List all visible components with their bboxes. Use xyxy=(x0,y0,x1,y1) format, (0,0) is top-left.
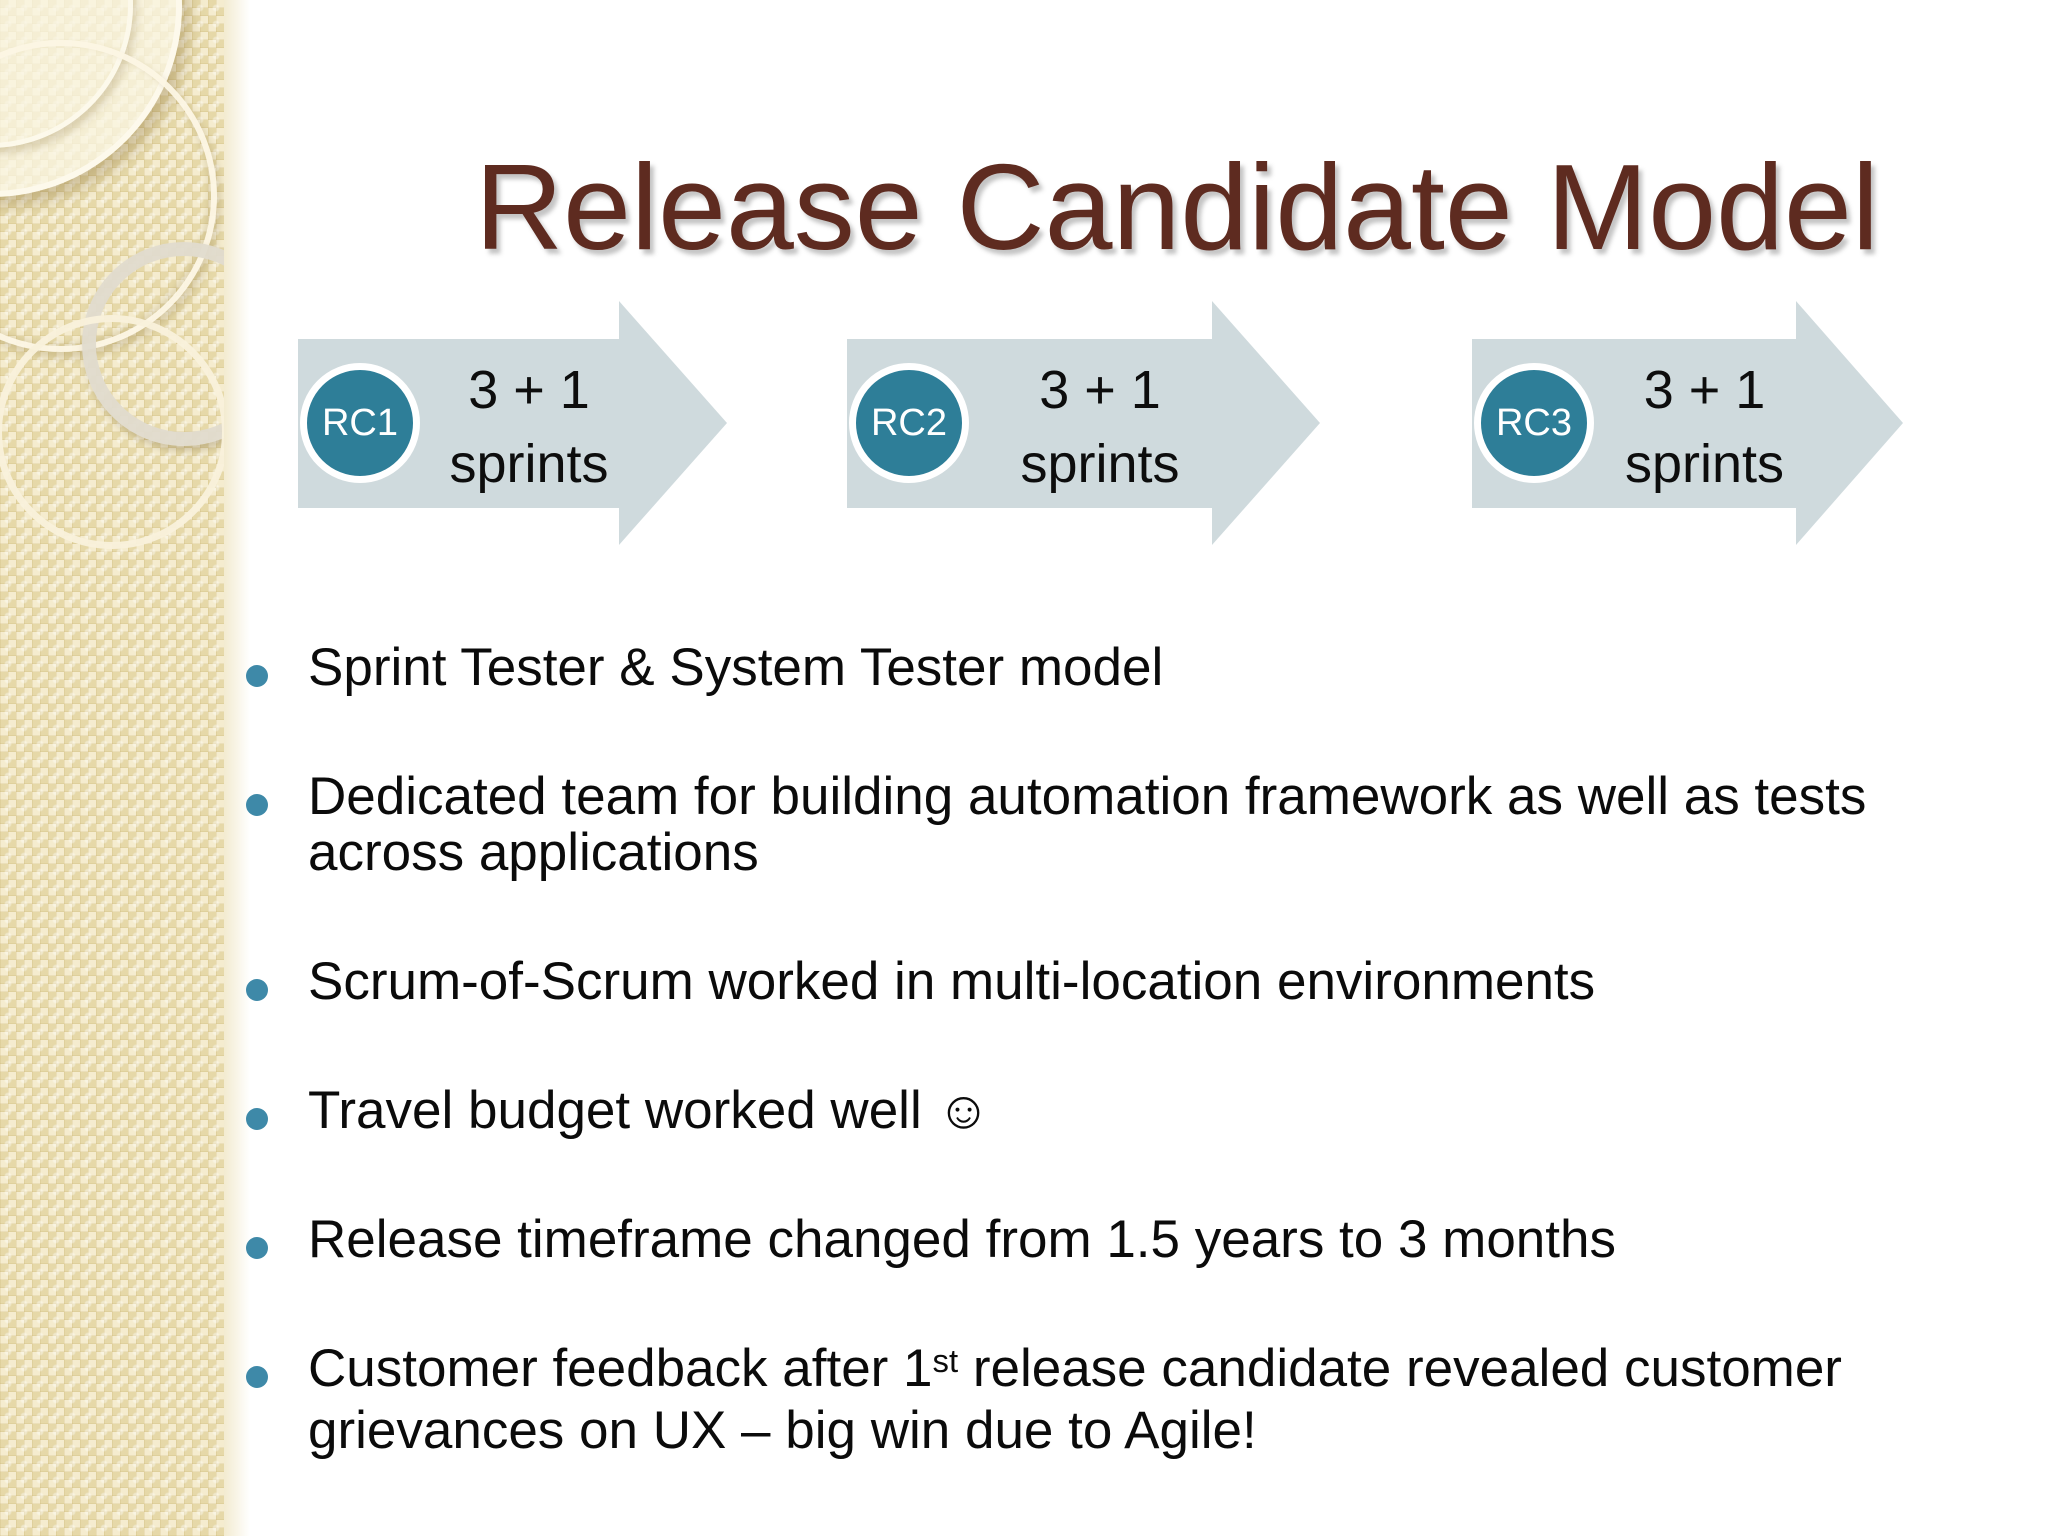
list-item: Travel budget worked well ☺ xyxy=(246,1083,2036,1139)
rc2-badge: RC2 xyxy=(849,363,969,483)
rc2-arrow-label-line2: sprints xyxy=(1020,434,1180,494)
rc2-arrow-label: 3 + 1 sprints xyxy=(987,353,1213,501)
rc1-arrow-shape: RC1 3 + 1 sprints xyxy=(298,301,728,545)
rc1-badge: RC1 xyxy=(300,363,420,483)
sidebar-ring-small-decoration xyxy=(0,315,224,549)
bullet-text: Travel budget worked well ☺ xyxy=(308,1081,991,1140)
bullet-dot-icon xyxy=(246,1237,268,1259)
bullet-text-segment: release candidate revealed customer xyxy=(958,1339,1842,1398)
rc3-arrow-label-line2: sprints xyxy=(1624,434,1785,494)
bullet-text-line2: across applications xyxy=(308,823,759,882)
bullet-text-line2: grievances on UX – big win due to Agile! xyxy=(308,1401,1257,1460)
rc1-arrow-label-line1: 3 + 1 xyxy=(468,360,590,420)
sidebar-edge-gradient xyxy=(224,0,250,1536)
bullet-list: Sprint Tester & System Tester model Dedi… xyxy=(246,640,2036,1532)
bullet-text: Scrum-of-Scrum worked in multi-location … xyxy=(308,952,1596,1011)
list-item: Release timeframe changed from 1.5 years… xyxy=(246,1212,2036,1268)
list-item: Scrum-of-Scrum worked in multi-location … xyxy=(246,954,2036,1010)
rc3-arrow-shape: RC3 3 + 1 sprints xyxy=(1472,301,1903,545)
rc3-arrow-label-line1: 3 + 1 xyxy=(1643,360,1766,420)
bullet-text-segment: Customer feedback after 1 xyxy=(308,1339,933,1398)
bullet-text: Sprint Tester & System Tester model xyxy=(308,638,1164,697)
superscript-ordinal: st xyxy=(932,1342,959,1380)
rc1-arrow-label-line2: sprints xyxy=(449,434,609,494)
bullet-dot-icon xyxy=(246,1108,268,1130)
rc1-arrow-label: 3 + 1 sprints xyxy=(438,353,620,501)
bullet-text: Release timeframe changed from 1.5 years… xyxy=(308,1210,1616,1269)
rc2-arrow-label-line1: 3 + 1 xyxy=(1039,360,1161,420)
bullet-text-line1: Dedicated team for building automation f… xyxy=(308,767,1867,826)
rc3-badge: RC3 xyxy=(1474,363,1594,483)
rc3-arrowhead-icon xyxy=(1796,301,1903,545)
bullet-dot-icon xyxy=(246,665,268,687)
rc2-arrow-shape: RC2 3 + 1 sprints xyxy=(847,301,1320,545)
bullet-dot-icon xyxy=(246,794,268,816)
bullet-dot-icon xyxy=(246,1366,268,1388)
list-item: Sprint Tester & System Tester model xyxy=(246,640,2036,696)
sidebar-texture-panel xyxy=(0,0,224,1536)
page-title: Release Candidate Model xyxy=(475,138,1879,275)
list-item: Customer feedback after 1st release cand… xyxy=(246,1341,2036,1459)
rc3-arrow-label: 3 + 1 sprints xyxy=(1612,353,1797,501)
rc1-arrowhead-icon xyxy=(619,301,727,545)
bullet-dot-icon xyxy=(246,979,268,1001)
bullet-text-line1: Customer feedback after 1st release cand… xyxy=(308,1341,2036,1403)
rc2-arrowhead-icon xyxy=(1212,301,1320,545)
list-item: Dedicated team for building automation f… xyxy=(246,769,2036,881)
